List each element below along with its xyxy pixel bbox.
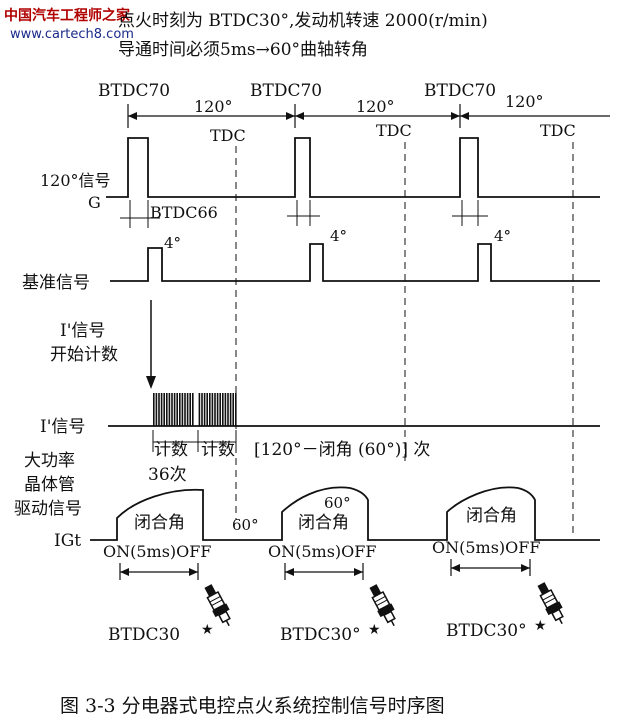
star-icon: ★: [534, 618, 547, 634]
pulse-mark: [189, 393, 191, 426]
figure-caption: 图 3-3 分电器式电控点火系统控制信号时序图: [60, 695, 445, 717]
btdc30-label-3: BTDC30°: [446, 621, 527, 641]
pulse-mark: [198, 393, 201, 426]
pulse-mark: [153, 393, 155, 426]
ref-waveform: [110, 243, 600, 282]
star-icon: ★: [368, 622, 381, 638]
spark-plug-icon: [204, 584, 231, 627]
pulse-mark: [222, 393, 224, 426]
pulse-mark: [201, 393, 203, 426]
count1-label: 计数: [154, 440, 188, 460]
btdc70-label-2: BTDC70: [250, 81, 322, 101]
igt-label: IGt: [54, 531, 81, 551]
btdc66-label: BTDC66: [150, 203, 218, 222]
btdc66-markers: [120, 200, 488, 228]
sig120-label: 120°信号: [40, 171, 111, 190]
pulse-mark: [158, 393, 160, 426]
pulse-mark: [229, 393, 232, 426]
pulse-mark: [163, 393, 165, 426]
pulse-mark: [192, 393, 194, 426]
deg4-label-1: 4°: [164, 234, 181, 252]
i-signal-pulses: [153, 393, 237, 426]
pulse-mark: [211, 393, 214, 426]
tdc-label-1: TDC: [210, 126, 246, 145]
angle-120-label-1: 120°: [194, 97, 233, 116]
dwell-label-3: 闭合角: [466, 506, 517, 526]
deg4-label-3: 4°: [494, 227, 511, 245]
deg60-label-2: 60°: [324, 494, 351, 512]
pulse-mark: [219, 393, 221, 426]
pulse-mark: [160, 393, 163, 426]
count-spans: [152, 430, 237, 452]
pulse-mark: [224, 393, 227, 426]
pulse-mark: [216, 393, 219, 426]
pulse-mark: [227, 393, 229, 426]
count2b-label: [120°－闭角 (60°)] 次: [254, 440, 430, 460]
onoff-arrowheads: [120, 564, 530, 576]
btdc70-label-1: BTDC70: [98, 81, 170, 101]
pulse-mark: [171, 393, 173, 426]
tdc-dashed-lines: [235, 142, 574, 535]
ref-signal-label: 基准信号: [22, 273, 90, 293]
dwell-label-1: 闭合角: [134, 513, 185, 533]
count-start-arrowhead: [146, 376, 156, 389]
tdc-label-2: TDC: [376, 121, 412, 140]
onoff-spans: [119, 559, 531, 580]
deg4-label-2: 4°: [330, 227, 347, 245]
pulse-mark: [176, 393, 178, 426]
pulse-mark: [179, 393, 181, 426]
igt-waveform: [90, 486, 600, 541]
pulse-mark: [209, 393, 211, 426]
header-line1: 点火时刻为 BTDC30°,发动机转速 2000(r/min): [118, 11, 488, 31]
pulse-mark: [184, 393, 186, 426]
pulse-mark: [235, 393, 237, 426]
pulse-mark: [166, 393, 168, 426]
pulse-mark: [232, 393, 234, 426]
i-start-label-1: I'信号: [60, 321, 105, 341]
pulse-mark: [168, 393, 171, 426]
driver-label-1: 大功率: [24, 451, 75, 471]
driver-label-2: 晶体管: [24, 475, 75, 495]
span-arrowheads: [128, 112, 469, 120]
watermark-title: 中国汽车工程师之家: [4, 7, 131, 24]
pulse-mark: [214, 393, 216, 426]
btdc30-label-1: BTDC30: [108, 625, 180, 645]
btdc30-label-2: BTDC30°: [280, 625, 361, 645]
sig120-waveform: [106, 137, 600, 198]
watermark-url: www.cartech8.com: [10, 27, 134, 42]
header-line2: 导通时间必须5ms→60°曲轴转角: [118, 40, 368, 60]
pulse-mark: [206, 393, 208, 426]
pulse-mark: [186, 393, 189, 426]
pulse-mark: [155, 393, 158, 426]
onoff-label-3: ON(5ms)OFF: [432, 538, 540, 557]
g-label: G: [88, 193, 101, 212]
btdc70-label-3: BTDC70: [424, 81, 496, 101]
star-icon: ★: [201, 622, 214, 638]
dwell-label-2: 闭合角: [298, 513, 349, 533]
pulse-mark: [203, 393, 206, 426]
angle-120-label-2: 120°: [356, 97, 395, 116]
span-arrows: [127, 104, 610, 128]
pulse-mark: [173, 393, 176, 426]
i-signal-label: I'信号: [40, 417, 85, 437]
angle-120-label-3: 120°: [505, 92, 544, 111]
count2-label: 计数: [201, 440, 235, 460]
pulse-mark: [181, 393, 184, 426]
count1b-label: 36次: [148, 465, 187, 485]
driver-label-3: 驱动信号: [14, 499, 82, 519]
spark-plug-icon: [537, 582, 564, 625]
onoff-label-2: ON(5ms)OFF: [268, 542, 376, 561]
spark-plug-icon: [369, 584, 396, 627]
tdc-label-3: TDC: [540, 121, 576, 140]
deg60-label-1: 60°: [232, 516, 259, 534]
i-start-label-2: 开始计数: [50, 345, 118, 365]
onoff-label-1: ON(5ms)OFF: [103, 542, 211, 561]
